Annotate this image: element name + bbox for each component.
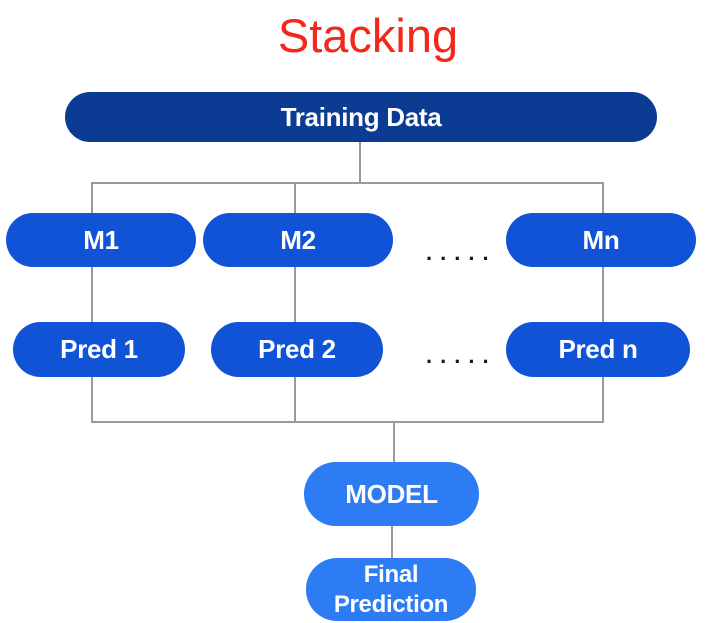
- node-prediction-1: Pred 1: [13, 322, 185, 377]
- node-model-n: Mn: [506, 213, 696, 267]
- connector-top-horizontal: [91, 182, 604, 184]
- diagram-title: Stacking: [277, 9, 459, 62]
- ellipsis-predictions: .....: [426, 343, 497, 368]
- node-meta-model: MODEL: [304, 462, 479, 526]
- node-model-2: M2: [203, 213, 393, 267]
- connector-final-stem: [391, 524, 393, 560]
- connector-training-stem: [359, 142, 361, 183]
- node-prediction-2: Pred 2: [211, 322, 383, 377]
- connector-model-stem: [393, 421, 395, 463]
- connector-column-1: [91, 182, 93, 423]
- node-prediction-n: Pred n: [506, 322, 690, 377]
- connector-column-2: [294, 182, 296, 423]
- connector-column-n: [602, 182, 604, 423]
- connector-bottom-horizontal: [91, 421, 604, 423]
- ellipsis-models: .....: [426, 240, 497, 265]
- node-training-data: Training Data: [65, 92, 657, 142]
- node-model-1: M1: [6, 213, 196, 267]
- node-final-prediction: Final Prediction: [306, 558, 476, 621]
